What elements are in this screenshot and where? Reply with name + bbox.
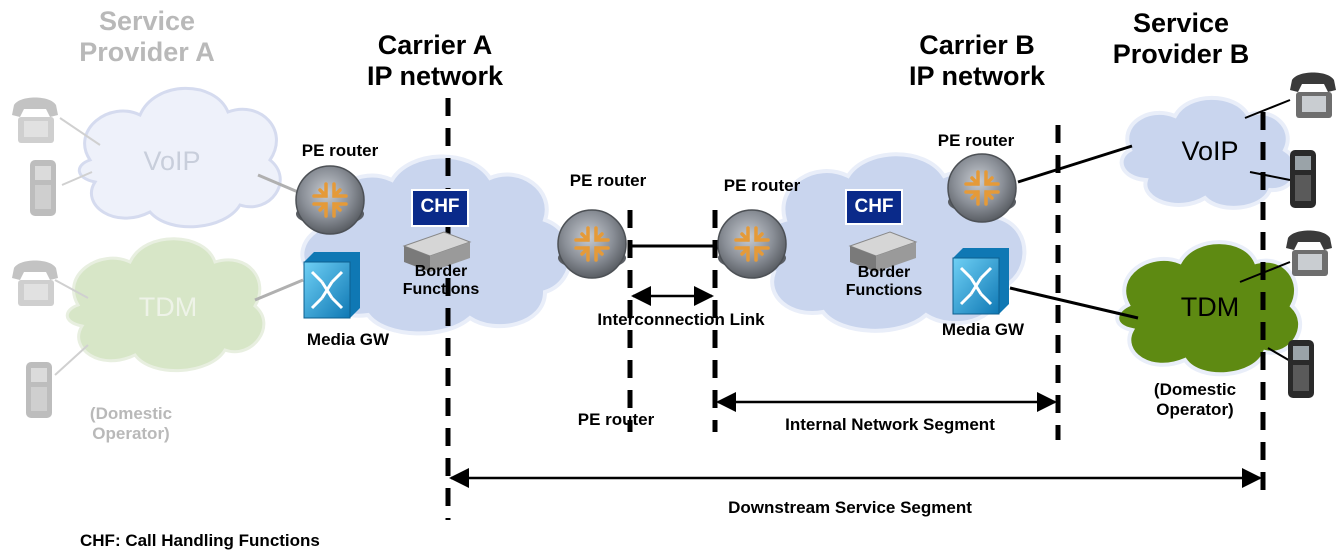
border-functions-b-line1: Border — [857, 264, 911, 281]
border-device-icon — [848, 231, 918, 272]
media-gateway-icon — [952, 248, 1009, 315]
domestic-operator-a-line2: Operator) — [92, 423, 170, 443]
voip-label-b: VoIP — [1181, 136, 1239, 166]
media-gateway-icon — [303, 252, 360, 319]
carrier-b-title: Carrier B IP network — [892, 30, 1062, 92]
link-tdm-b — [1009, 286, 1139, 320]
domestic-operator-b-line2: Operator) — [1156, 399, 1234, 419]
cloud-icon — [65, 237, 266, 373]
domestic-operator-b-line1: (Domestic — [1153, 380, 1237, 399]
service-provider-b-line1: Service — [1132, 8, 1230, 38]
cloud-icon — [77, 86, 282, 229]
link-phone-a4 — [54, 344, 89, 376]
chf-label-a: CHF — [420, 196, 460, 217]
media-gw-label-a: Media GW — [306, 330, 390, 349]
service-provider-a-line1: Service — [98, 6, 196, 36]
chf-box-b — [845, 189, 903, 225]
carrier-b-line1: Carrier B — [919, 30, 1035, 60]
mobile-phone-icon — [1288, 340, 1314, 398]
downstream-service-segment-label: Downstream Service Segment — [728, 498, 972, 517]
pe-router-label-interconnect-left: PE router — [569, 171, 647, 190]
border-functions-b-line2: Functions — [845, 282, 923, 300]
telephone-icon — [1286, 230, 1332, 276]
link-phone-b1 — [1244, 99, 1291, 119]
mobile-phone-icon — [1290, 150, 1316, 208]
carrier-b-line2: IP network — [908, 61, 1046, 92]
pe-router-label-interconnect-right: PE router — [723, 176, 801, 195]
mobile-phone-icon — [26, 362, 52, 418]
media-gw-label-b: Media GW — [941, 320, 1025, 339]
border-functions-a: Border Functions — [385, 263, 497, 300]
border-device-icon — [402, 231, 472, 272]
tdm-label-b: TDM — [1180, 292, 1240, 322]
voip-label-a: VoIP — [143, 146, 201, 176]
domestic-operator-a: (Domestic Operator) — [66, 404, 196, 443]
border-functions-a-line2: Functions — [402, 281, 480, 299]
router-icon — [557, 209, 627, 279]
telephone-icon — [12, 260, 58, 306]
router-icon — [295, 165, 365, 235]
tdm-label-a: TDM — [138, 292, 198, 322]
link-voip-b — [1017, 144, 1133, 184]
link-tdm-a — [254, 278, 304, 302]
pe-router-label-bottom: PE router — [577, 410, 655, 429]
pe-router-label-a: PE router — [301, 141, 379, 160]
service-provider-b-line2: Provider B — [1112, 39, 1250, 70]
link-phone-a3 — [54, 279, 89, 299]
router-icon — [717, 209, 787, 279]
border-functions-b: Border Functions — [828, 264, 940, 301]
link-phone-a2 — [61, 171, 93, 186]
router-icon — [947, 153, 1017, 223]
service-provider-a-title: Service Provider A — [62, 6, 232, 68]
domestic-operator-a-line1: (Domestic — [89, 404, 173, 423]
carrier-a-line1: Carrier A — [377, 30, 493, 60]
telephone-icon — [12, 97, 58, 143]
mobile-phone-icon — [30, 160, 56, 216]
service-provider-b-title: Service Provider B — [1096, 8, 1266, 70]
interconnection-link-label: Interconnection Link — [597, 310, 765, 329]
internal-network-segment-label: Internal Network Segment — [785, 415, 995, 434]
pe-router-label-b: PE router — [937, 131, 1015, 150]
telephone-icon — [1290, 72, 1336, 118]
link-phone-a1 — [59, 117, 101, 146]
domestic-operator-b: (Domestic Operator) — [1130, 380, 1260, 419]
border-functions-a-line1: Border — [414, 263, 468, 280]
service-provider-a-line2: Provider A — [79, 37, 215, 68]
link-voip-a — [257, 173, 299, 194]
chf-label-b: CHF — [854, 196, 894, 217]
chf-box-a — [411, 189, 469, 227]
legend-chf: CHF: Call Handling Functions — [80, 531, 320, 550]
link-phone-b2 — [1249, 171, 1291, 181]
carrier-a-line2: IP network — [366, 61, 504, 92]
carrier-a-title: Carrier A IP network — [350, 30, 520, 92]
